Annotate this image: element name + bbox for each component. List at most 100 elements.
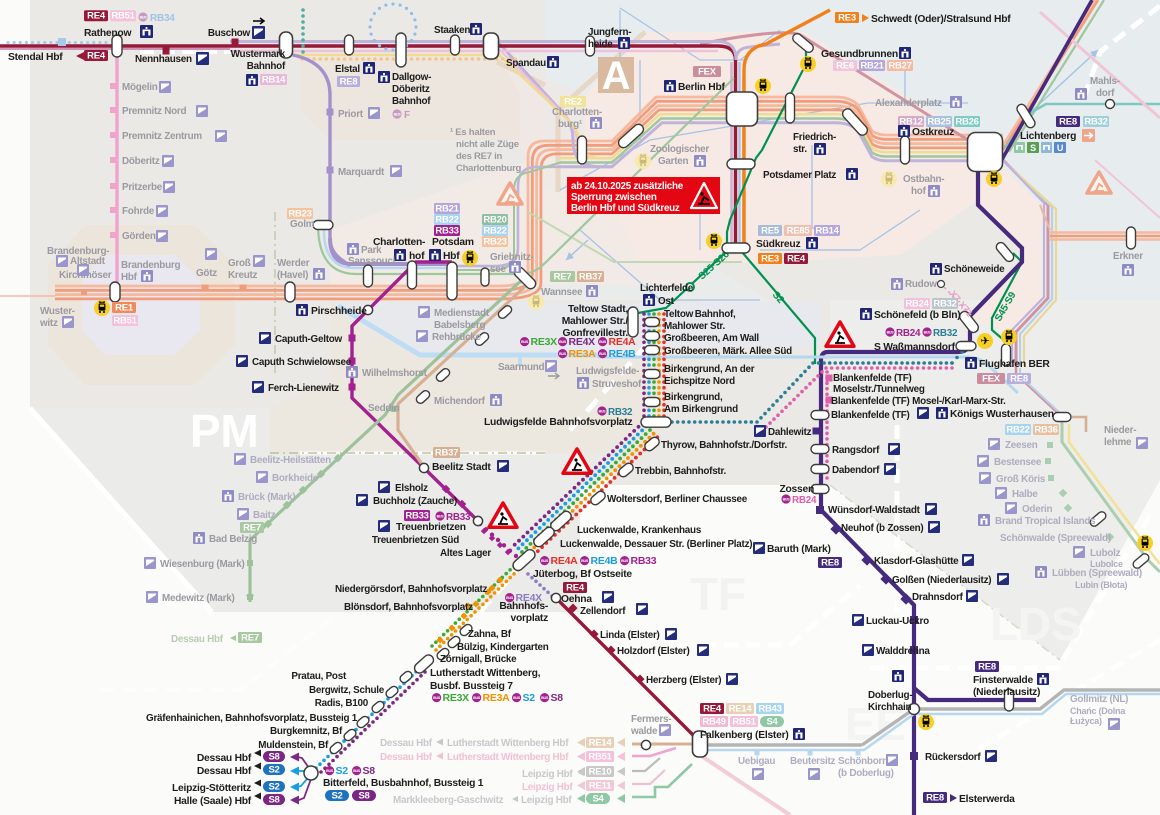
svg-text:Teltow Bahnhof,: Teltow Bahnhof, (664, 309, 736, 320)
svg-text:Südkreuz: Südkreuz (756, 239, 800, 250)
svg-text:Saarmund: Saarmund (498, 362, 545, 373)
svg-text:RB43: RB43 (758, 703, 781, 714)
svg-text:Königs Wusterhausen: Königs Wusterhausen (950, 409, 1054, 420)
svg-text:BUS: BUS (621, 559, 629, 563)
svg-text:RB51: RB51 (732, 716, 756, 727)
svg-text:RB22: RB22 (483, 225, 506, 236)
svg-text:U: U (1057, 143, 1063, 153)
svg-text:BUS: BUS (541, 559, 549, 563)
svg-text:Mahlower Str./: Mahlower Str./ (562, 316, 629, 327)
svg-text:Marquardt: Marquardt (338, 167, 385, 178)
svg-text:Flughafen BER: Flughafen BER (979, 359, 1050, 370)
svg-text:BUS: BUS (783, 498, 791, 502)
svg-text:RE4X: RE4X (516, 592, 543, 604)
svg-text:Bülzig, Kindergarten: Bülzig, Kindergarten (457, 642, 549, 653)
svg-text:TF: TF (690, 568, 746, 620)
svg-text:Blönsdorf, Bahnhofsvorplatz: Blönsdorf, Bahnhofsvorplatz (344, 602, 473, 613)
svg-text:Niedergörsdorf, Bahnhofsvorpla: Niedergörsdorf, Bahnhofsvorplatz (335, 584, 488, 595)
svg-text:Garten: Garten (658, 156, 689, 167)
svg-text:RB27: RB27 (888, 60, 911, 71)
svg-text:BUS: BUS (599, 352, 607, 356)
svg-text:Gesundbrunnen: Gesundbrunnen (821, 49, 898, 60)
svg-text:RB49: RB49 (702, 716, 725, 727)
svg-text:Treuenbrietzen: Treuenbrietzen (396, 522, 466, 533)
svg-text:Berlin Hbf: Berlin Hbf (678, 82, 726, 93)
svg-text:RE8: RE8 (1010, 373, 1028, 384)
svg-text:Jungfern-: Jungfern- (588, 27, 631, 38)
svg-text:Golßen (Niederlausitz): Golßen (Niederlausitz) (892, 575, 991, 586)
svg-text:Schönwalde (Spreewald): Schönwalde (Spreewald) (1000, 533, 1111, 544)
svg-text:Dessau Hbf: Dessau Hbf (197, 753, 252, 764)
svg-text:Ludwigsfelde-: Ludwigsfelde- (576, 366, 639, 377)
svg-text:Birkengrund,: Birkengrund, (664, 392, 723, 403)
svg-text:RE3X: RE3X (531, 336, 558, 348)
svg-text:Döberitz: Döberitz (392, 84, 430, 95)
svg-text:witz: witz (39, 318, 58, 329)
svg-text:RE7: RE7 (241, 632, 259, 643)
svg-text:Friedrich-: Friedrich- (793, 132, 836, 143)
svg-text:RB23: RB23 (483, 236, 506, 247)
svg-text:Lichtenberg: Lichtenberg (1020, 131, 1076, 142)
svg-text:RE4: RE4 (703, 703, 722, 714)
svg-text:S4: S4 (592, 793, 604, 804)
svg-text:Berlin Hbf und Südkreuz: Berlin Hbf und Südkreuz (571, 203, 680, 214)
svg-text:RB33: RB33 (631, 555, 657, 567)
svg-text:BUS: BUS (559, 352, 567, 356)
svg-text:Brandenburg-: Brandenburg- (47, 246, 109, 257)
svg-text:RB51: RB51 (113, 315, 137, 326)
svg-text:S2: S2 (268, 764, 279, 775)
svg-text:hof: hof (911, 186, 927, 197)
svg-text:Fermers-: Fermers- (631, 714, 671, 725)
svg-text:Łużyca): Łużyca) (1070, 716, 1102, 726)
svg-text:Brück (Mark): Brück (Mark) (238, 492, 295, 503)
svg-text:Schönefeld (b Bln): Schönefeld (b Bln) (874, 310, 960, 321)
svg-text:Wilhelmshorst: Wilhelmshorst (362, 368, 428, 379)
svg-text:Drahnsdorf: Drahnsdorf (912, 592, 964, 603)
svg-text:✈: ✈ (981, 336, 990, 348)
svg-text:dorf: dorf (1096, 88, 1115, 99)
svg-text:Lubin (Błota): Lubin (Błota) (1075, 580, 1127, 590)
svg-text:S2: S2 (268, 781, 279, 792)
svg-text:Doberlug-: Doberlug- (868, 690, 912, 701)
svg-text:RE5: RE5 (761, 225, 780, 236)
svg-text:hof: hof (409, 251, 425, 262)
svg-text:BUS: BUS (513, 696, 521, 700)
svg-text:Wünsdorf-Waldstadt: Wünsdorf-Waldstadt (828, 505, 921, 516)
svg-text:RE7: RE7 (243, 522, 261, 533)
svg-text:RB33: RB33 (446, 512, 471, 523)
svg-text:BUS: BUS (599, 410, 607, 414)
svg-text:Markkleeberg-Gaschwitz: Markkleeberg-Gaschwitz (393, 795, 504, 806)
svg-text:RB22: RB22 (1006, 424, 1029, 435)
svg-text:Werder: Werder (277, 258, 310, 269)
svg-text:Mahlower Str.: Mahlower Str. (664, 321, 725, 332)
svg-text:BUS: BUS (599, 340, 607, 344)
svg-text:Brandenburg: Brandenburg (121, 260, 180, 271)
svg-text:Treuenbrietzen Süd: Treuenbrietzen Süd (372, 535, 459, 546)
svg-text:Lübben (Spreewald): Lübben (Spreewald) (1052, 568, 1142, 579)
svg-text:BUS: BUS (140, 16, 148, 20)
svg-text:Falkenberg (Elster): Falkenberg (Elster) (700, 730, 789, 741)
svg-text:Elstal: Elstal (335, 64, 360, 75)
svg-text:Zeesen: Zeesen (1005, 440, 1038, 451)
svg-text:BUS: BUS (559, 340, 567, 344)
svg-text:RB34: RB34 (150, 13, 175, 24)
svg-text:Buschow: Buschow (208, 28, 251, 39)
svg-text:Caputh Schwielowsee: Caputh Schwielowsee (252, 357, 352, 368)
svg-text:Spandau: Spandau (506, 58, 546, 69)
svg-text:RB25: RB25 (927, 116, 951, 127)
svg-text:Mahls-: Mahls- (1090, 76, 1120, 87)
svg-text:Rehbrücke: Rehbrücke (432, 332, 482, 343)
svg-text:S2: S2 (336, 765, 349, 777)
svg-text:Fohrde: Fohrde (122, 206, 155, 217)
svg-text:Lutherstadt Wittenberg,: Lutherstadt Wittenberg, (430, 668, 541, 679)
svg-text:Großbeeren, Märk. Allee Süd: Großbeeren, Märk. Allee Süd (664, 346, 792, 357)
svg-text:Rangsdorf: Rangsdorf (832, 445, 880, 456)
svg-text:Birkengrund, An der: Birkengrund, An der (664, 364, 755, 375)
svg-text:RE3X: RE3X (443, 692, 470, 704)
svg-text:str.: str. (793, 144, 807, 155)
svg-text:Zahna, Bf: Zahna, Bf (468, 629, 512, 640)
svg-text:RB32: RB32 (933, 298, 956, 309)
svg-text:Nennhausen: Nennhausen (135, 54, 192, 65)
svg-text:RE4: RE4 (787, 253, 806, 264)
svg-text:RE2: RE2 (564, 96, 582, 107)
